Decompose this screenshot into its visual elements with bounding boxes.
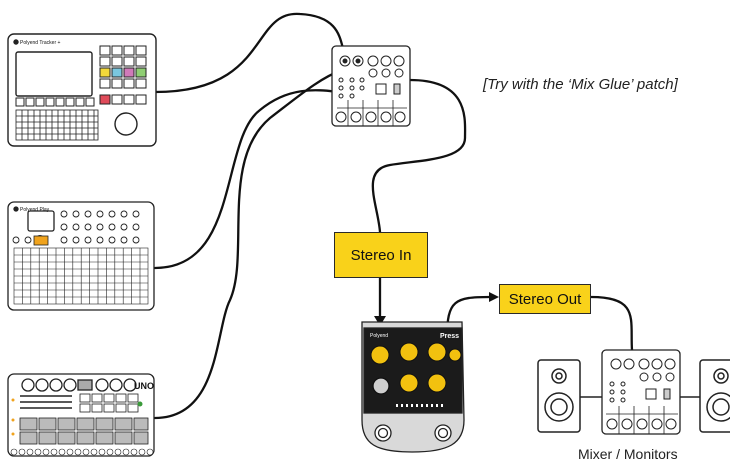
tracker-device <box>8 34 156 146</box>
mixer-monitors-caption: Mixer / Monitors <box>578 446 678 462</box>
stereo-out-label: Stereo Out <box>499 284 591 314</box>
play-device <box>8 202 154 310</box>
stereo-in-label: Stereo In <box>334 232 428 278</box>
uno-logo-text: UNO <box>134 381 154 391</box>
cable-stereo-out-to-mixer <box>591 297 632 350</box>
tracker-brand-text: Polyend Tracker + <box>20 40 61 46</box>
cable-play-to-mixer <box>155 90 340 268</box>
bottom-mixer-device <box>602 350 680 434</box>
arrow-head-right <box>489 292 499 302</box>
press-name-text: Press <box>440 333 459 340</box>
uno-device <box>8 374 154 456</box>
right-monitor-speaker <box>700 360 730 432</box>
top-mixer-device <box>332 46 410 126</box>
play-brand-text: Polyend Play <box>20 207 50 213</box>
cable-tracker-to-mixer <box>155 14 344 92</box>
left-monitor-speaker <box>538 360 580 432</box>
press-pedal <box>362 322 464 452</box>
patch-note: [Try with the ‘Mix Glue’ patch] <box>483 76 678 93</box>
press-brand-text: Polyend <box>370 333 388 339</box>
